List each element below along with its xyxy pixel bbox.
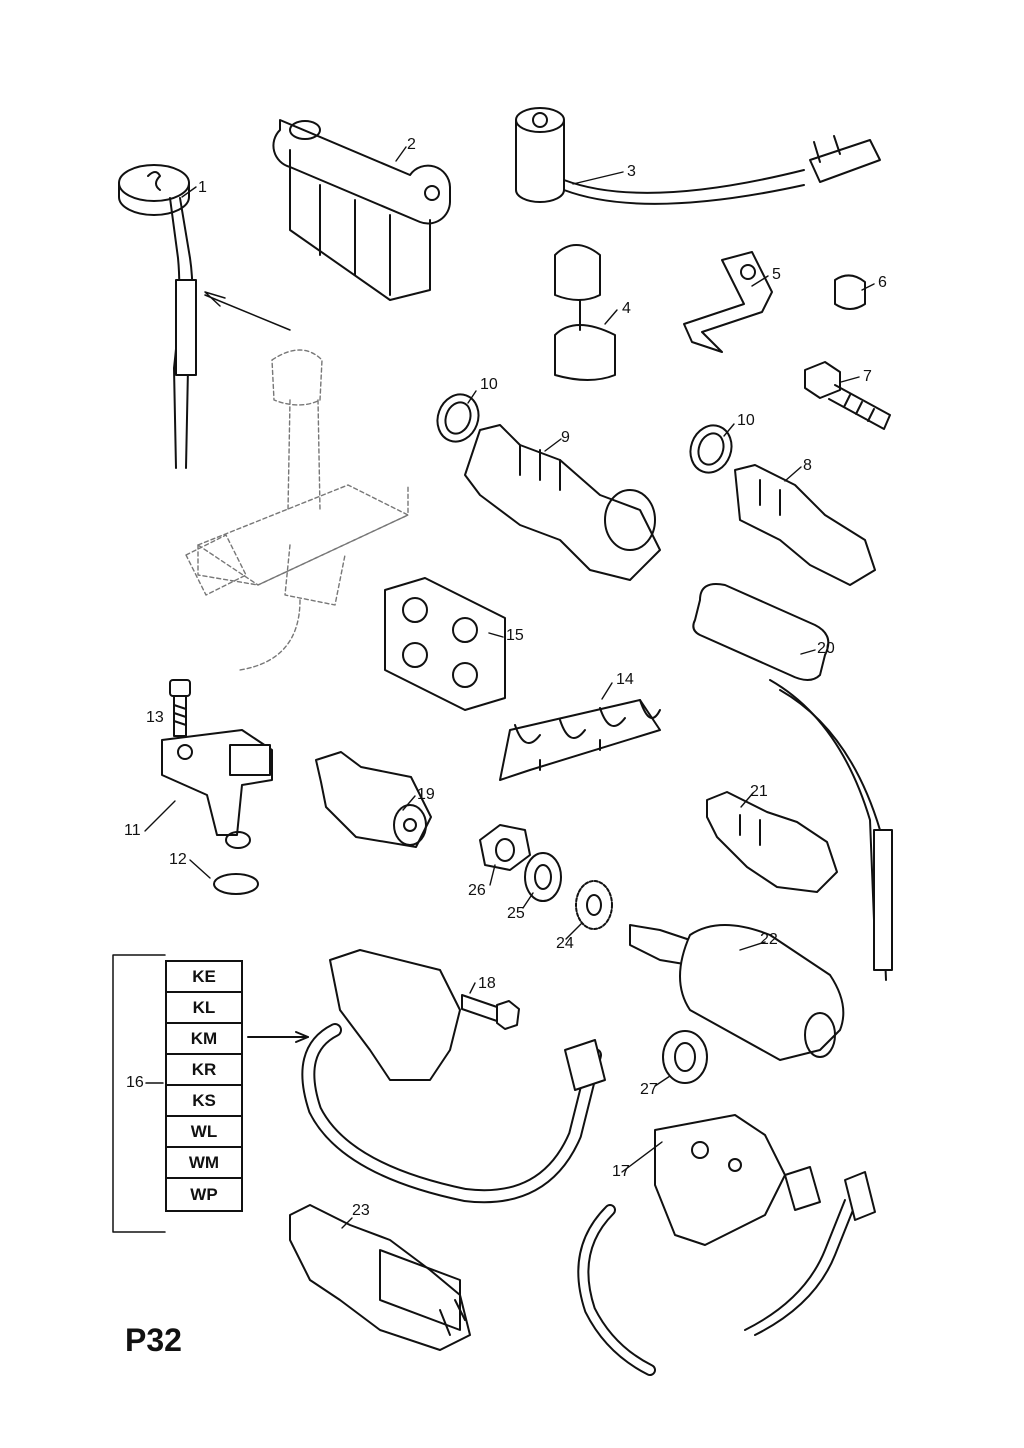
callout-8: 8 (803, 457, 812, 474)
callout-4: 4 (622, 300, 631, 317)
callout-1: 1 (198, 179, 207, 196)
callout-18: 18 (478, 975, 496, 992)
leader-lines (144, 146, 875, 1229)
variant-code: KL (167, 993, 241, 1024)
part-22-solenoid (629, 924, 845, 1061)
page-code: P32 (125, 1322, 182, 1358)
part-6-clip (834, 274, 866, 310)
callout-23: 23 (352, 1202, 370, 1219)
variant-code: KE (167, 962, 241, 993)
part-5-bracket (683, 251, 773, 353)
callout-6: 6 (878, 274, 887, 291)
callout-7: 7 (863, 368, 872, 385)
part-7-bolt (804, 361, 891, 430)
callout-12: 12 (169, 851, 187, 868)
callout-25: 25 (507, 905, 525, 922)
variant-code: KM (167, 1024, 241, 1055)
variant-code: KR (167, 1055, 241, 1086)
variant-code: KS (167, 1086, 241, 1117)
callout-11: 11 (124, 822, 141, 839)
part-9-switch (464, 424, 661, 581)
variant-code: WM (167, 1148, 241, 1179)
variant-bracket (112, 954, 166, 1233)
part-1-sensor (118, 164, 197, 469)
variant-code: WL (167, 1117, 241, 1148)
callout-19: 19 (417, 786, 435, 803)
part-27-bushing (662, 1030, 708, 1084)
part-15-clip-block (384, 577, 506, 711)
part-11-sensor (161, 729, 273, 849)
part-23-switch (289, 1204, 471, 1351)
part-14-clip-rack (499, 699, 661, 781)
gear-shift-ghost (185, 349, 409, 671)
part-19-switch (315, 751, 432, 848)
part-2-module (272, 119, 451, 301)
callout-27: 27 (640, 1081, 658, 1098)
part-3-connector (515, 107, 881, 205)
part-17-switch (577, 1114, 876, 1376)
part-10-washer-right (689, 424, 733, 474)
callout-26: 26 (468, 882, 486, 899)
callout-13: 13 (146, 709, 164, 726)
variant-code: WP (190, 1184, 218, 1204)
callout-20: 20 (817, 640, 835, 657)
callout-24: 24 (556, 935, 574, 952)
part-16-harness (247, 949, 606, 1204)
callout-17: 17 (612, 1163, 630, 1180)
callout-15: 15 (506, 627, 524, 644)
callout-2: 2 (407, 136, 416, 153)
callout-9: 9 (561, 429, 570, 446)
part-24-lock-washer (575, 880, 613, 930)
callout-21: 21 (750, 783, 768, 800)
callout-5: 5 (772, 266, 781, 283)
part-10-washer-left (436, 393, 480, 443)
part-8-switch (734, 464, 876, 586)
part-21-switch (706, 791, 838, 893)
callout-14: 14 (616, 671, 634, 688)
part-12-oring (213, 873, 259, 895)
callout-10-right: 10 (737, 412, 755, 429)
callout-3: 3 (627, 163, 636, 180)
callout-22: 22 (760, 931, 778, 948)
part-18-bolt (461, 994, 520, 1030)
callout-16: 16 (126, 1074, 144, 1091)
part-26-nut (479, 824, 531, 871)
part-20-pad (692, 583, 893, 981)
part-4-clip (554, 244, 616, 381)
variant-code-table: KE KL KM KR KS WL WM WP (165, 960, 243, 1212)
part-13-bolt (169, 679, 191, 737)
part-25-washer (524, 852, 562, 902)
callout-10-left: 10 (480, 376, 498, 393)
